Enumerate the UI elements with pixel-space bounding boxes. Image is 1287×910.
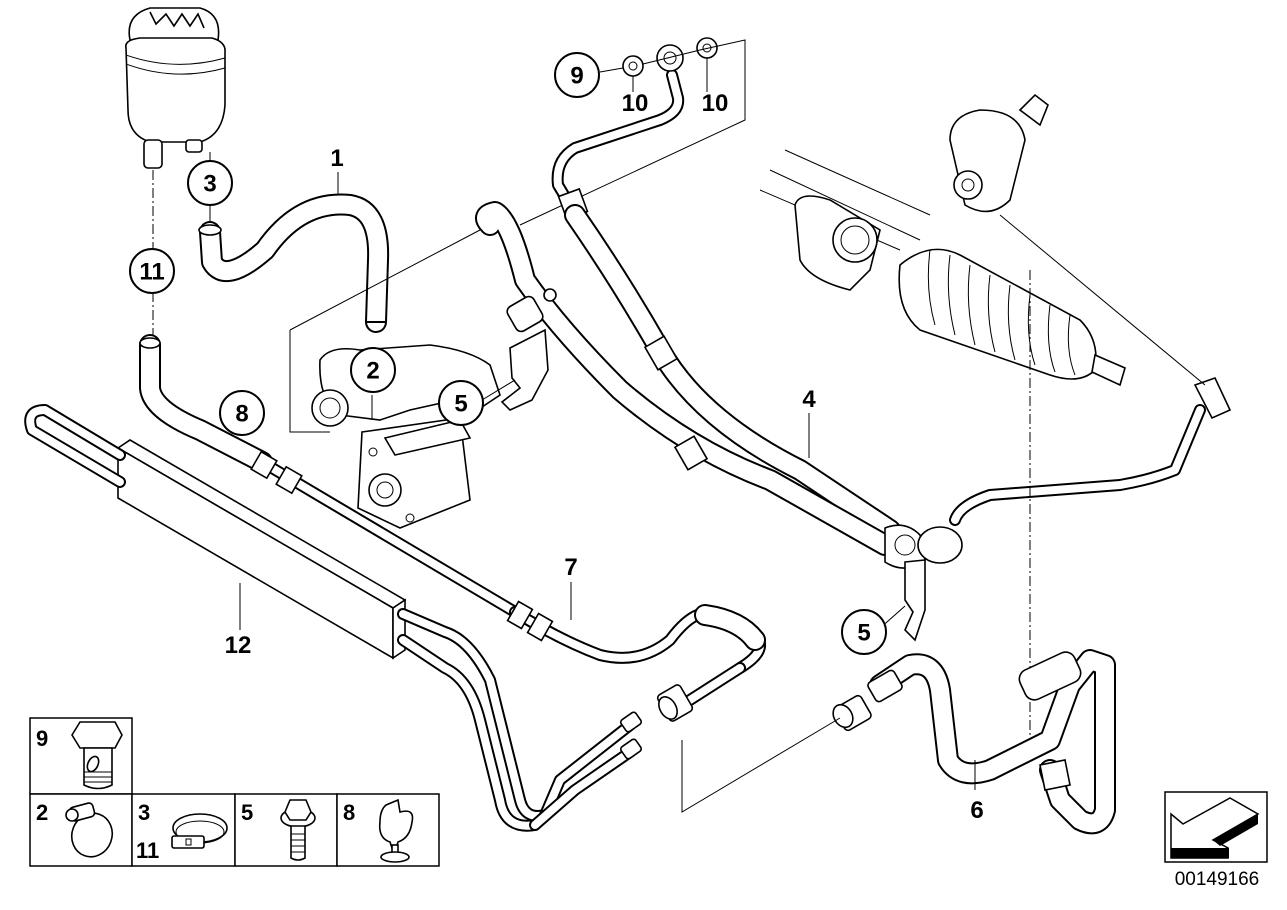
svg-text:9: 9	[570, 63, 583, 90]
svg-text:11: 11	[139, 259, 164, 286]
hose-to-cooler[interactable]	[139, 334, 521, 618]
pressure-line-banjo[interactable]	[519, 37, 746, 226]
callout-5-pump[interactable]: 5	[438, 380, 484, 426]
pressure-hose-4[interactable]	[475, 201, 963, 642]
callout-5-bracket[interactable]: 5	[841, 609, 887, 655]
label-10-right[interactable]: 10	[702, 90, 729, 117]
label-6[interactable]: 6	[970, 797, 983, 824]
fluid-reservoir[interactable]	[124, 7, 226, 169]
hose-clip-icon	[378, 798, 414, 863]
bracket-at-pump[interactable]	[500, 328, 549, 411]
svg-text:2: 2	[366, 358, 379, 385]
svg-text:5: 5	[241, 800, 253, 825]
power-steering-pump[interactable]	[311, 344, 501, 529]
steering-gear-rack[interactable]	[759, 93, 1126, 387]
connector-fitting[interactable]	[1193, 377, 1232, 420]
svg-text:3: 3	[203, 171, 216, 198]
svg-text:8: 8	[343, 800, 355, 825]
legend-cell-5[interactable]: 5	[234, 793, 338, 867]
svg-text:5: 5	[454, 391, 467, 418]
oil-cooler-12[interactable]	[24, 404, 643, 832]
callout-11[interactable]: 11	[129, 248, 175, 294]
legend-cell-3-11[interactable]: 3 11	[131, 793, 236, 867]
label-12[interactable]: 12	[225, 632, 252, 659]
legend-cell-8[interactable]: 8	[336, 793, 440, 867]
return-line-6[interactable]	[829, 649, 1116, 835]
hex-flange-bolt-icon	[280, 799, 316, 861]
worm-clamp-icon	[65, 802, 114, 858]
legend: 9 2 3 11	[29, 717, 440, 867]
svg-text:2: 2	[36, 800, 48, 825]
diagram-code: 00149166	[1175, 869, 1260, 890]
legend-cell-2[interactable]: 2	[29, 793, 133, 867]
legend-cell-9[interactable]: 9	[29, 717, 133, 795]
label-10-left[interactable]: 10	[622, 90, 649, 117]
orientation-box	[1164, 791, 1268, 863]
svg-text:5: 5	[857, 620, 870, 647]
suction-hose-1[interactable]	[198, 193, 390, 333]
label-1[interactable]: 1	[330, 145, 343, 172]
callout-9[interactable]: 9	[554, 52, 600, 98]
svg-text:9: 9	[36, 726, 48, 751]
svg-text:8: 8	[235, 401, 248, 428]
label-7[interactable]: 7	[564, 554, 577, 581]
svg-text:3: 3	[138, 800, 150, 825]
callout-3[interactable]: 3	[187, 160, 233, 206]
return-line-7[interactable]	[506, 600, 766, 722]
svg-text:11: 11	[136, 838, 159, 863]
direction-arrow-icon	[1170, 797, 1260, 859]
callout-8[interactable]: 8	[219, 390, 265, 436]
hollow-bolt-icon	[71, 721, 123, 790]
label-4[interactable]: 4	[802, 386, 816, 413]
ear-clamp-icon	[171, 813, 228, 849]
callout-2[interactable]: 2	[350, 347, 396, 393]
